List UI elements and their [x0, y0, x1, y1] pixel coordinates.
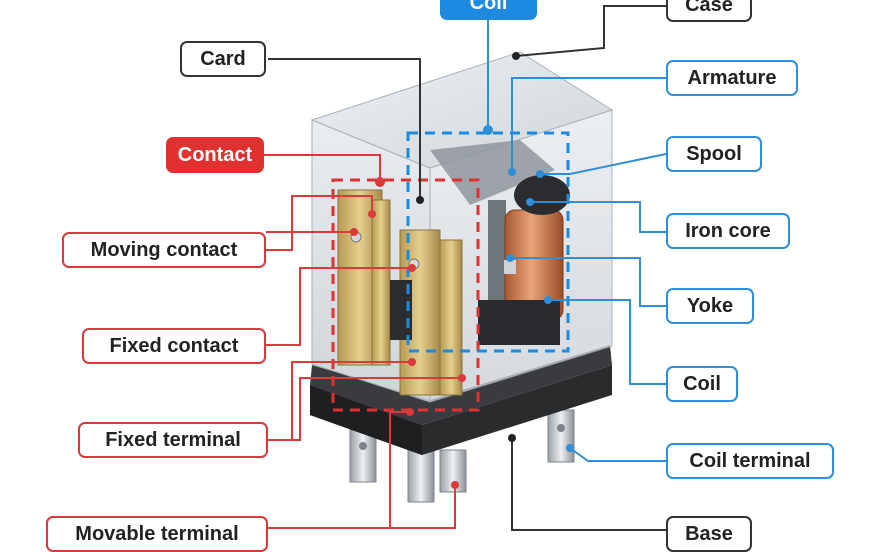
case-label: Case: [666, 0, 752, 22]
contact-group-box: [331, 178, 480, 412]
coil-group-box: [406, 131, 570, 353]
yoke-label: Yoke: [666, 288, 754, 324]
blue-leader-lines: [487, 20, 667, 462]
terminal-pins: [349, 409, 575, 503]
card-label: Card: [180, 41, 266, 77]
contact-group-header: Contact: [166, 137, 264, 173]
relay-base: [310, 345, 612, 455]
coil-label: Coil: [666, 366, 738, 402]
moving-contact-label: Moving contact: [62, 232, 266, 268]
armature-label: Armature: [666, 60, 798, 96]
relay-mechanism: [337, 140, 570, 396]
relay-illustration: [262, 5, 667, 531]
fixed-terminal-label: Fixed terminal: [78, 422, 268, 458]
base-label: Base: [666, 516, 752, 552]
coil-group-header: Coil: [440, 0, 537, 20]
red-leader-lines: [262, 154, 462, 529]
black-leader-lines: [268, 5, 666, 531]
iron-core-label: Iron core: [666, 213, 790, 249]
relay-diagram: Coil Case Card Armature Contact Spool Mo…: [46, 0, 834, 552]
fixed-contact-label: Fixed contact: [82, 328, 266, 364]
spool-label: Spool: [666, 136, 762, 172]
movable-terminal-label: Movable terminal: [46, 516, 268, 552]
coil-terminal-label: Coil terminal: [666, 443, 834, 479]
